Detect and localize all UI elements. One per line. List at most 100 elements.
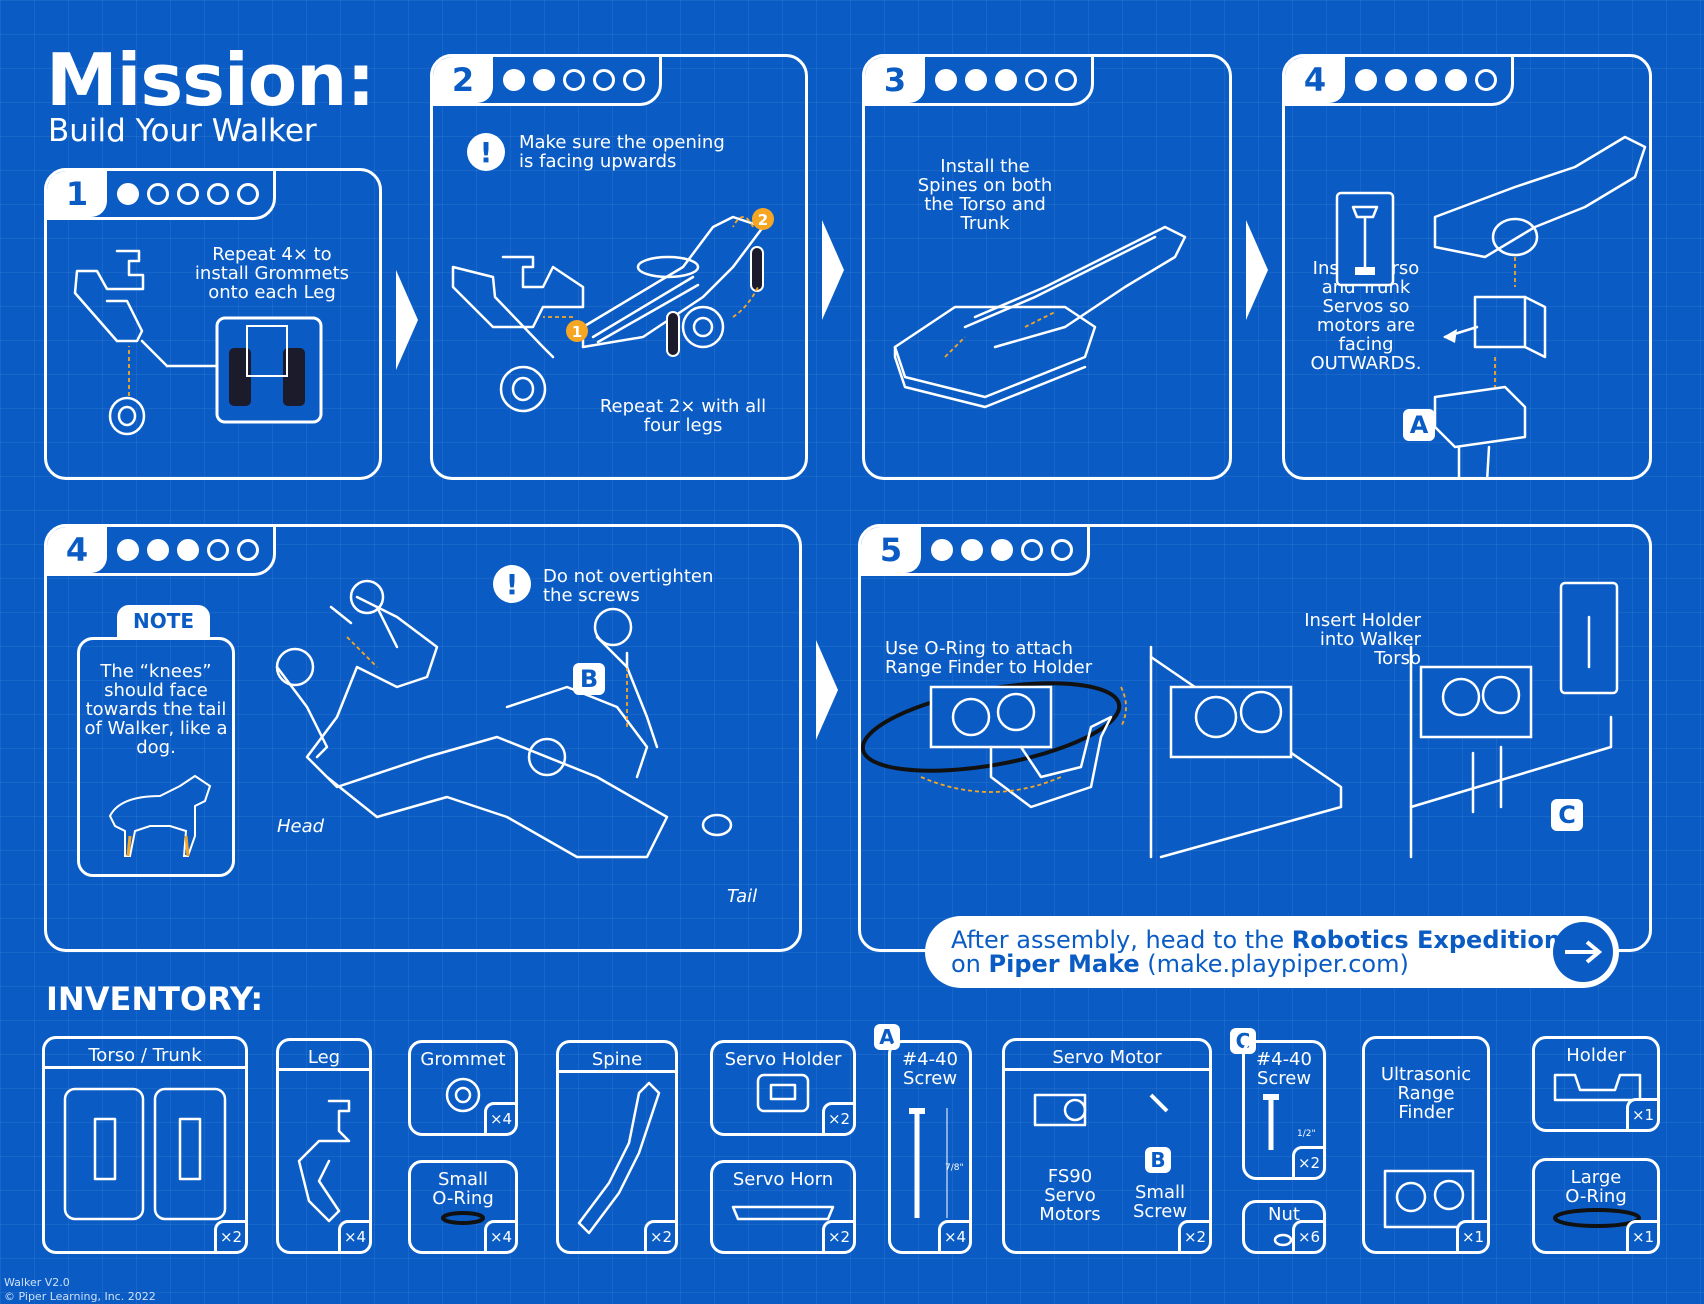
cta-link-piper-make[interactable]: Piper Make: [988, 950, 1140, 978]
step-number: 5: [861, 527, 921, 573]
progress-dots: [107, 183, 273, 205]
quantity-badge: ×4: [484, 1102, 518, 1136]
quantity-badge: ×6: [1292, 1220, 1326, 1254]
inventory-spine: Spine ×2: [556, 1040, 678, 1254]
part-badge-c: C: [1551, 799, 1583, 831]
quantity-badge: ×2: [644, 1220, 678, 1254]
inventory-label: Servo Motor: [1005, 1041, 1209, 1071]
step-3-text: Install the Spines on both the Torso and…: [917, 156, 1053, 234]
screw-icon: [909, 1108, 948, 1218]
inventory-label: #4-40 Screw: [902, 1049, 958, 1089]
servo-install-illustration: [1335, 135, 1647, 477]
holder-icon: [1553, 1073, 1642, 1102]
inventory-label: Torso / Trunk: [45, 1039, 245, 1069]
flow-arrow: [1246, 220, 1268, 320]
flow-arrow: [816, 640, 838, 740]
warning-icon: !: [467, 133, 505, 171]
quantity-badge: ×1: [1626, 1220, 1660, 1254]
step-tab: 1: [44, 168, 276, 220]
grommet-icon: [445, 1077, 481, 1113]
step-2-warning: Make sure the opening is facing upwards: [519, 132, 725, 172]
inventory-label: Large O-Ring: [1565, 1167, 1627, 1207]
part-badge-b: B: [573, 663, 605, 695]
inventory-small-oring: Small O-Ring ×4: [408, 1160, 518, 1254]
cta-prefix: After assembly, head to the: [951, 926, 1292, 954]
inventory-label: Leg: [279, 1041, 369, 1071]
inventory-ultrasonic: Ultrasonic Range Finder ×1: [1362, 1036, 1490, 1254]
footer-version: Walker V2.0: [4, 1276, 70, 1289]
page-title: Mission:: [46, 38, 375, 122]
inventory-servo-holder: Servo Holder ×2: [710, 1040, 856, 1136]
step-1-text: Repeat 4× to install Grommets onto each …: [194, 244, 350, 303]
torso-spine-illustration: [893, 225, 1187, 409]
step-5-text-left: Use O-Ring to attach Range Finder to Hol…: [885, 638, 1093, 678]
leg-assembly-illustration: 1 2: [451, 208, 774, 413]
warning-icon: !: [493, 565, 531, 603]
inventory-label: Holder: [1566, 1045, 1626, 1066]
inventory-grommet: Grommet ×4: [408, 1040, 518, 1136]
servo-holder-icon: [756, 1073, 810, 1113]
quantity-badge: ×2: [822, 1102, 856, 1136]
step-tab: 3: [862, 54, 1094, 106]
spine-icon: [577, 1081, 661, 1235]
arrow-right-icon[interactable]: [1553, 922, 1613, 982]
progress-dots: [493, 69, 659, 91]
step-tab: 4: [44, 524, 276, 576]
quantity-badge: ×2: [214, 1220, 248, 1254]
step-3-panel: 3 Install the Spines on both the Torso a…: [862, 54, 1232, 480]
quantity-badge: ×4: [938, 1220, 972, 1254]
range-finder-illustration: [861, 581, 1619, 859]
quantity-badge: ×2: [822, 1220, 856, 1254]
servo-motor-icon: [1033, 1093, 1087, 1127]
quantity-badge: ×4: [338, 1220, 372, 1254]
progress-dots: [925, 69, 1091, 91]
cta-text: After assembly, head to the Robotics Exp…: [951, 928, 1561, 976]
step-1-panel: 1 Repeat 4× to install Grommets onto eac…: [44, 168, 382, 480]
cta-url: (make.playpiper.com): [1139, 950, 1409, 978]
step-2-text: Repeat 2× with all four legs: [599, 396, 767, 436]
quantity-badge: ×1: [1456, 1220, 1490, 1254]
inventory-large-oring: Large O-Ring ×1: [1532, 1158, 1660, 1254]
small-screw-caption: Small Screw: [1132, 1182, 1188, 1222]
cta-line2-prefix: on: [951, 950, 989, 978]
leg-grommet-illustration: [73, 249, 323, 436]
dog-icon: [108, 774, 212, 857]
inventory-label: Ultrasonic Range Finder: [1380, 1064, 1472, 1123]
step-2-panel: 2 ! Make sure the opening is facing upwa…: [430, 54, 808, 480]
step-number: 1: [47, 171, 107, 217]
screw-length: 1/2": [1297, 1129, 1316, 1139]
quantity-badge: ×2: [1292, 1146, 1326, 1180]
inventory-label: Nut: [1268, 1204, 1300, 1225]
cta-link-expedition[interactable]: Robotics Expedition: [1291, 926, 1561, 954]
step-marker-2: 2: [758, 211, 768, 229]
inventory-label: #4-40 Screw: [1256, 1049, 1312, 1089]
progress-dots: [1345, 69, 1511, 91]
step-tab: 4: [1282, 54, 1514, 106]
step-number: 3: [865, 57, 925, 103]
leg-icon: [297, 1099, 351, 1223]
part-badge-b: B: [1145, 1147, 1171, 1173]
inventory-servo-motor: Servo Motor FS90 Servo Motors B Small Sc…: [1002, 1038, 1212, 1254]
inventory-screw-c: #4-40 Screw 1/2" ×2: [1242, 1040, 1326, 1180]
small-oring-icon: [441, 1211, 485, 1225]
inventory-title: INVENTORY:: [46, 980, 264, 1018]
quantity-badge: ×2: [1178, 1220, 1212, 1254]
large-oring-icon: [1553, 1208, 1641, 1228]
cta-banner[interactable]: After assembly, head to the Robotics Exp…: [925, 916, 1619, 988]
inventory-torso: Torso / Trunk ×2: [42, 1036, 248, 1254]
screw-length: 7/8": [945, 1163, 964, 1173]
torso-icon: [63, 1087, 227, 1221]
flow-arrow: [396, 270, 418, 370]
nut-icon: [1273, 1233, 1293, 1247]
inventory-nut: Nut ×6: [1242, 1200, 1326, 1254]
step-tab: 5: [858, 524, 1090, 576]
quantity-badge: ×1: [1626, 1098, 1660, 1132]
progress-dots: [107, 539, 273, 561]
inventory-leg: Leg ×4: [276, 1038, 372, 1254]
step-4b-warning: Do not overtighten the screws: [543, 566, 714, 606]
footer-copyright: © Piper Learning, Inc. 2022: [4, 1290, 156, 1303]
step-tab: 2: [430, 54, 662, 106]
inventory-screw-a: #4-40 Screw 7/8" ×4: [888, 1040, 972, 1254]
head-label: Head: [277, 816, 325, 837]
inventory-label: Servo Holder: [724, 1049, 842, 1070]
